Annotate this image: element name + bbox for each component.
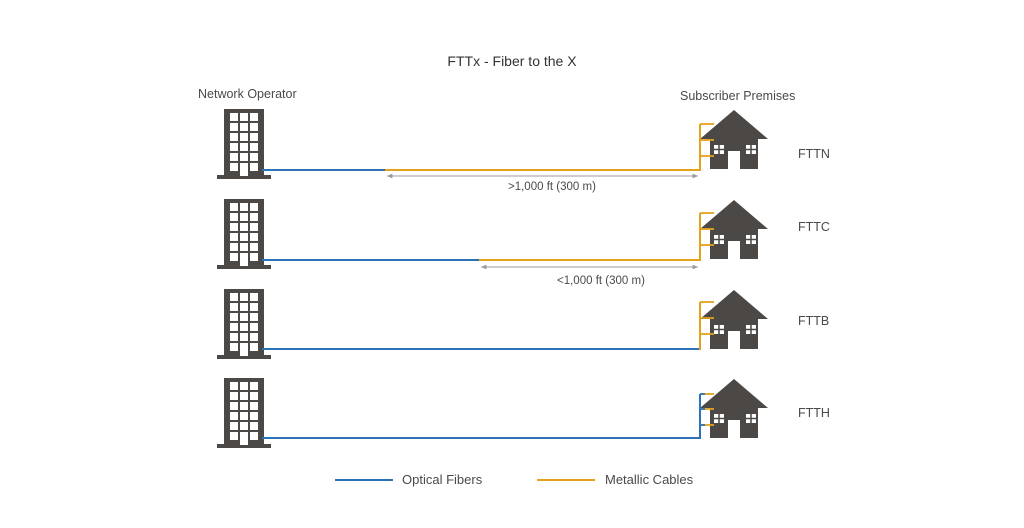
distance-label-fttn: >1,000 ft (300 m) xyxy=(508,181,596,193)
office-building-icon xyxy=(217,289,271,359)
house-icon xyxy=(700,200,768,259)
subscriber-premises-label: Subscriber Premises xyxy=(680,89,796,103)
legend-optical-fibers-label: Optical Fibers xyxy=(402,472,483,487)
house-icon xyxy=(700,290,768,349)
distance-label-fttc: <1,000 ft (300 m) xyxy=(557,275,645,287)
house-icon xyxy=(700,379,768,438)
row-label-ftth: FTTH xyxy=(798,406,830,420)
office-building-icon xyxy=(217,109,271,179)
network-operator-label: Network Operator xyxy=(198,87,297,101)
row-label-fttb: FTTB xyxy=(798,314,830,328)
office-building-icon xyxy=(217,199,271,269)
legend-metallic-cables-label: Metallic Cables xyxy=(605,472,694,487)
row-label-fttc: FTTC xyxy=(798,220,830,234)
office-building-icon xyxy=(217,378,271,448)
house-icon xyxy=(700,110,768,169)
row-label-fttn: FTTN xyxy=(798,147,830,161)
diagram-title: FTTx - Fiber to the X xyxy=(447,53,577,69)
